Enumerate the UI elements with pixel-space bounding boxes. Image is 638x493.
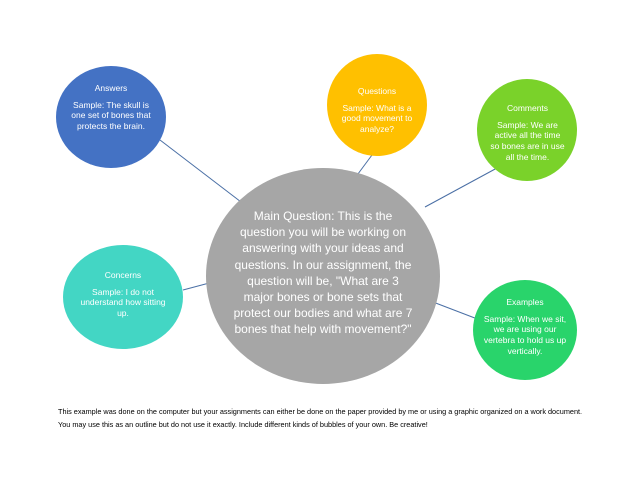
connector-examples [432, 301, 481, 321]
node-questions-bubble [327, 54, 427, 156]
node-comments-body: Sample: We are active all the time so bo… [490, 119, 565, 162]
node-questions-body: Sample: What is a good movement to analy… [341, 102, 413, 134]
node-answers-body: Sample: The skull is one set of bones th… [71, 99, 151, 131]
connector-comments [424, 167, 498, 208]
node-main-bubble [206, 168, 440, 384]
node-concerns-text: Concerns Sample: I do not understand how… [78, 270, 168, 319]
node-concerns-body: Sample: I do not understand how sitting … [80, 286, 166, 318]
node-concerns-bubble [63, 245, 183, 349]
node-main-body: Main Question: This is the question you … [233, 209, 413, 337]
node-questions-title: Questions [357, 86, 397, 96]
node-examples-text: Examples Sample: When we sit, we are usi… [483, 297, 567, 356]
node-main-text: Main Question: This is the question you … [232, 208, 414, 338]
node-answers-text: Answers Sample: The skull is one set of … [66, 83, 156, 132]
node-comments-text: Comments Sample: We are active all the t… [490, 103, 565, 162]
node-comments-title: Comments [506, 103, 549, 113]
node-questions-text: Questions Sample: What is a good movemen… [337, 86, 417, 135]
node-comments-bubble [477, 79, 577, 181]
node-examples-bubble [473, 280, 577, 380]
connector-answers [159, 139, 246, 206]
node-answers-title: Answers [94, 83, 128, 93]
node-examples-body: Sample: When we sit, we are using our ve… [483, 313, 567, 356]
node-concerns-title: Concerns [104, 270, 142, 280]
instructions-caption: This example was done on the computer bu… [58, 407, 583, 429]
node-examples-title: Examples [506, 297, 544, 307]
node-answers-bubble [56, 66, 166, 168]
